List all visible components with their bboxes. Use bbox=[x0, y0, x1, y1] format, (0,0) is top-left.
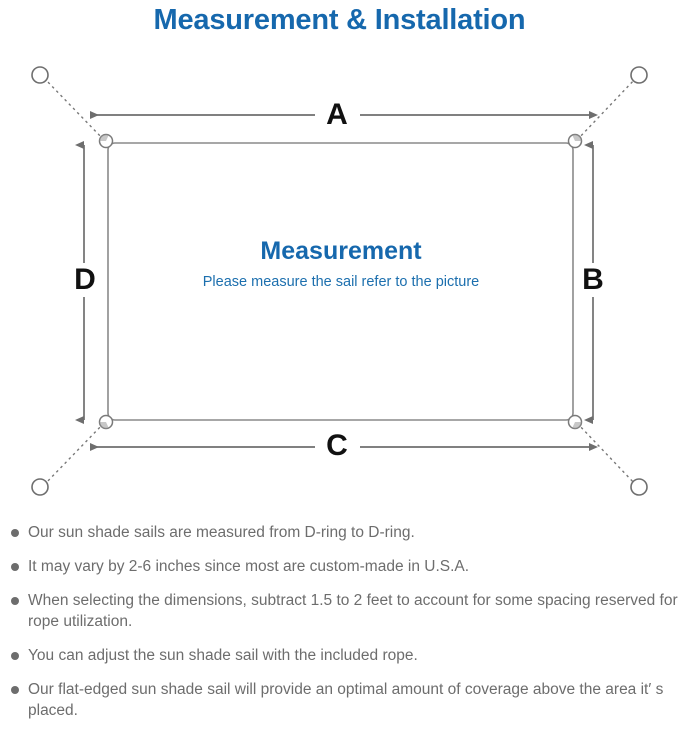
sail-rectangle bbox=[107, 142, 574, 421]
dimension-label-a: A bbox=[316, 98, 358, 132]
note-text: Our sun shade sails are measured from D-… bbox=[28, 524, 415, 541]
rope-line-bottom-right bbox=[576, 422, 637, 486]
anchor-point-bottom-left bbox=[31, 478, 49, 496]
rope-line-bottom-left bbox=[43, 422, 105, 486]
bullet-icon bbox=[11, 686, 19, 694]
list-item: When selecting the dimensions, subtract … bbox=[0, 590, 679, 632]
list-item: Our sun shade sails are measured from D-… bbox=[0, 522, 679, 543]
d-ring-top-right-fill bbox=[572, 134, 582, 141]
note-text: You can adjust the sun shade sail with t… bbox=[28, 647, 418, 664]
list-item: It may vary by 2-6 inches since most are… bbox=[0, 556, 679, 577]
anchor-point-top-left bbox=[31, 66, 49, 84]
d-ring-bottom-left-fill bbox=[99, 422, 109, 429]
list-item: Our flat-edged sun shade sail will provi… bbox=[0, 679, 679, 721]
bullet-icon bbox=[11, 597, 19, 605]
rope-line-top-right bbox=[576, 77, 637, 141]
page-title: Measurement & Installation bbox=[153, 4, 526, 36]
rope-line-top-left bbox=[43, 77, 105, 141]
dimension-label-d: D bbox=[69, 263, 101, 297]
measurement-heading: Measurement bbox=[260, 237, 422, 265]
note-text: When selecting the dimensions, subtract … bbox=[28, 592, 678, 630]
bullet-icon bbox=[11, 652, 19, 660]
diagram-center-text: Measurement Please measure the sail refe… bbox=[108, 235, 574, 293]
d-ring-bottom-right-fill bbox=[572, 422, 582, 429]
d-ring-top-left-fill bbox=[99, 134, 109, 141]
anchor-point-top-right bbox=[630, 66, 648, 84]
notes-list: Our sun shade sails are measured from D-… bbox=[0, 522, 679, 734]
measurement-subtitle: Please measure the sail refer to the pic… bbox=[202, 274, 480, 290]
list-item: You can adjust the sun shade sail with t… bbox=[0, 645, 679, 666]
diagram-svg bbox=[31, 66, 648, 496]
bullet-icon bbox=[11, 529, 19, 537]
note-text: Our flat-edged sun shade sail will provi… bbox=[28, 681, 664, 719]
sail-measurement-diagram: A B C D Measurement Please measure the s… bbox=[0, 45, 679, 515]
anchor-point-bottom-right bbox=[630, 478, 648, 496]
note-text: It may vary by 2-6 inches since most are… bbox=[28, 558, 470, 575]
dimension-label-c: C bbox=[316, 429, 358, 463]
dimension-label-b: B bbox=[577, 263, 609, 297]
bullet-icon bbox=[11, 563, 19, 571]
